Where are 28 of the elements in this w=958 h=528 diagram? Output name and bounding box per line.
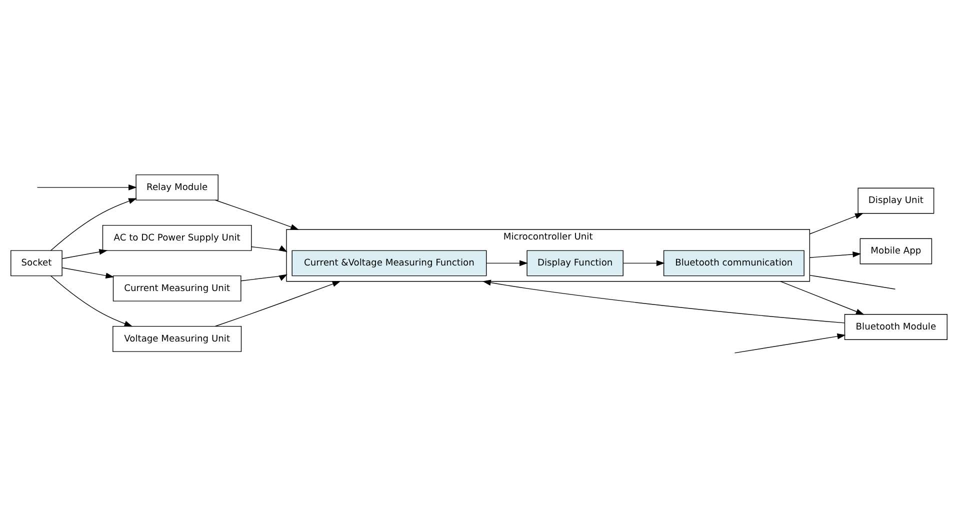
node-box: Bluetooth communication (663, 250, 804, 276)
node-box: Display Function (526, 250, 624, 276)
arrow (622, 260, 665, 266)
arrow (809, 213, 864, 234)
node-box: Relay Module (136, 174, 218, 200)
node-box: Current &Voltage Measuring Function (292, 250, 487, 276)
arrow (214, 200, 300, 230)
node-box: Current Measuring Unit (112, 275, 242, 302)
arrow (240, 274, 288, 282)
arrow (36, 184, 137, 190)
arrow (62, 249, 108, 259)
arrow (734, 333, 846, 354)
node-box: Mobile App (860, 238, 932, 264)
arrow (50, 198, 137, 251)
arrow (50, 276, 133, 327)
node-box: Bluetooth Module (844, 314, 948, 340)
node-box: Socket (10, 250, 62, 276)
connector (809, 274, 896, 290)
arrow (486, 260, 528, 266)
arrow (62, 267, 114, 279)
arrow (251, 245, 288, 252)
arrow (780, 281, 864, 315)
node-box: AC to DC Power Supply Unit (102, 224, 252, 251)
arrow (214, 281, 341, 327)
node-box: Display Unit (858, 188, 934, 214)
arrow (809, 251, 862, 258)
arrow (482, 280, 845, 324)
node-box: Voltage Measuring Unit (112, 326, 242, 352)
